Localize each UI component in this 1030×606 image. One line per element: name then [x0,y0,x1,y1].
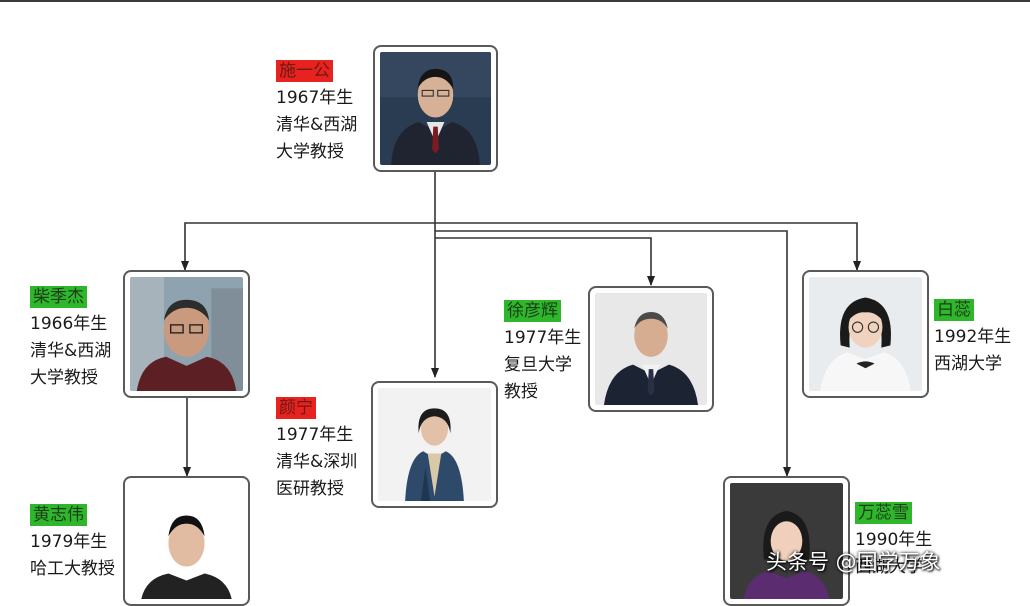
affiliation-shi-1: 清华&西湖 [276,115,358,135]
info-yan: 颜宁 1977年生 清华&深圳 医研教授 [276,395,357,503]
watermark-text: 头条号 @国学万象 [766,550,941,574]
birth-year-chai: 1966年生 [30,314,108,334]
affiliation-yan-2: 医研教授 [276,479,344,499]
birth-year-wan: 1990年生 [855,530,933,550]
photo-bai [802,270,929,398]
affiliation-chai-1: 清华&西湖 [30,341,112,361]
name-tag-xu: 徐彦辉 [504,300,561,322]
line-to-bai [435,222,861,271]
connector-lines [181,172,861,477]
affiliation-yan-1: 清华&深圳 [276,452,358,472]
name-tag-yan: 颜宁 [276,397,316,419]
photo-huang [123,476,250,606]
photo-shi [373,45,498,172]
affiliation-chai-2: 大学教授 [30,368,98,388]
info-xu: 徐彦辉 1977年生 复旦大学 教授 [504,298,581,406]
name-tag-bai: 白蕊 [934,299,974,321]
name-tag-huang: 黄志伟 [30,504,87,526]
name-tag-chai: 柴季杰 [30,286,87,308]
info-shi: 施一公 1967年生 清华&西湖 大学教授 [276,58,357,166]
line-to-chai [181,222,435,271]
info-bai: 白蕊 1992年生 西湖大学 [934,297,1011,378]
affiliation-shi-2: 大学教授 [276,142,344,162]
photo-xu [588,286,714,412]
photo-chai [123,270,250,398]
info-huang: 黄志伟 1979年生 哈工大教授 [30,502,115,583]
birth-year-huang: 1979年生 [30,532,108,552]
info-wan: 万蕊雪 1990年生 西湖大学 [855,500,932,581]
info-chai: 柴季杰 1966年生 清华&西湖 大学教授 [30,284,111,392]
line-to-wan [435,230,791,477]
affiliation-bai-1: 西湖大学 [934,354,1002,374]
affiliation-xu-2: 教授 [504,382,538,402]
affiliation-huang-1: 哈工大教授 [30,559,115,579]
affiliation-xu-1: 复旦大学 [504,355,572,375]
affiliation-wan-1: 西湖大学 [855,557,923,577]
birth-year-shi: 1967年生 [276,88,354,108]
birth-year-xu: 1977年生 [504,328,582,348]
photo-yan [371,381,498,508]
birth-year-yan: 1977年生 [276,425,354,445]
name-tag-shi: 施一公 [276,60,333,82]
top-border [0,0,1030,2]
line-to-xu [435,237,655,286]
photo-wan [723,476,850,606]
birth-year-bai: 1992年生 [934,327,1012,347]
name-tag-wan: 万蕊雪 [855,502,912,524]
